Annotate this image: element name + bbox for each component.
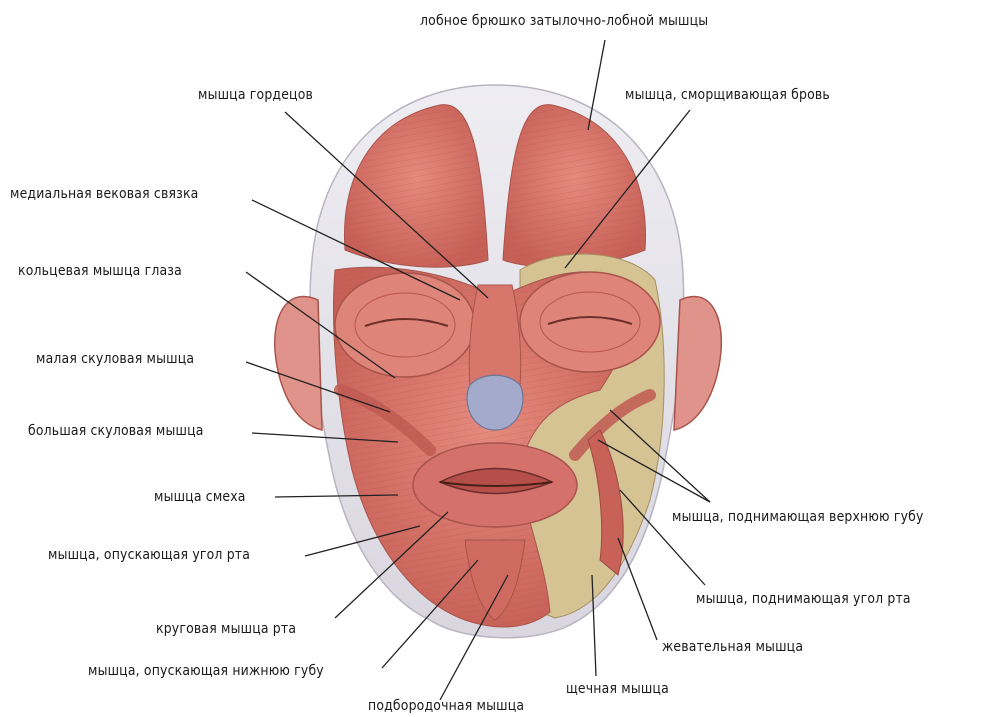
right-ear	[674, 296, 721, 430]
left-ear	[275, 296, 322, 430]
label-procerus: мышца гордецов	[198, 86, 313, 104]
label-zygomaticus-minor: малая скуловая мышца	[36, 350, 194, 368]
nasal-cartilage	[467, 375, 523, 430]
label-corrugator: мышца, сморщивающая бровь	[625, 86, 830, 104]
label-masseter: жевательная мышца	[662, 638, 803, 656]
label-risorius: мышца смеха	[154, 488, 246, 506]
label-depressor-labii-inferioris: мышца, опускающая нижнюю губу	[88, 662, 324, 680]
orbicularis-oculi-right	[520, 272, 660, 372]
label-frontal-belly: лобное брюшко затылочно-лобной мышцы	[420, 12, 708, 30]
label-levator-anguli-oris: мышца, поднимающая угол рта	[696, 590, 911, 608]
frontal-belly-right-fibers	[503, 105, 646, 268]
label-levator-labii-superioris: мышца, поднимающая верхнюю губу	[672, 508, 924, 526]
label-orbicularis-oris: круговая мышца рта	[156, 620, 296, 638]
label-mentalis: подбородочная мышца	[368, 697, 524, 715]
label-orbicularis-oculi: кольцевая мышца глаза	[18, 262, 182, 280]
label-medial-palpebral-ligament: медиальная вековая связка	[10, 185, 198, 203]
label-depressor-anguli-oris: мышца, опускающая угол рта	[48, 546, 250, 564]
label-zygomaticus-major: большая скуловая мышца	[28, 422, 204, 440]
label-buccinator: щечная мышца	[566, 680, 669, 698]
orbicularis-oculi-left	[335, 273, 475, 377]
procerus-nose	[469, 285, 520, 385]
